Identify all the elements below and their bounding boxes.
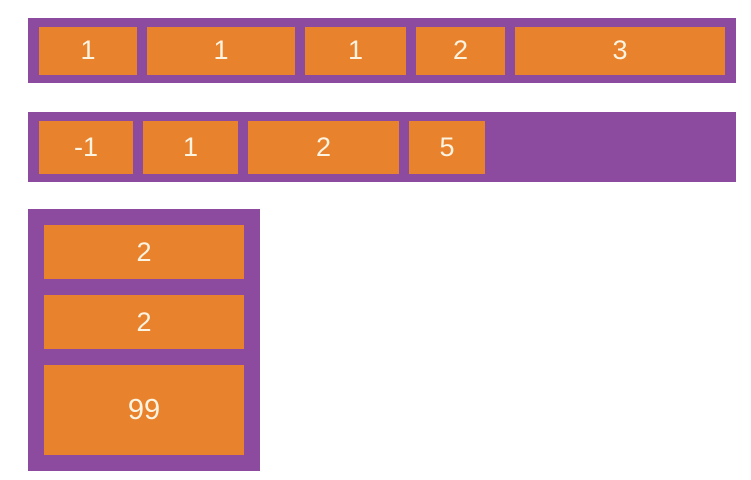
flex-item: 1 [143, 120, 238, 174]
flex-item: 99 [44, 365, 244, 455]
flex-container-column-c: 2 2 99 [28, 209, 260, 471]
flex-item: 2 [416, 26, 505, 75]
flex-item: 1 [147, 26, 295, 75]
flex-item: 2 [44, 225, 244, 279]
flex-item: 2 [44, 295, 244, 349]
flex-item: 5 [409, 120, 485, 174]
flex-item: -1 [39, 120, 133, 174]
flex-container-row-a: 1 1 1 2 3 [28, 18, 736, 83]
flex-item: 1 [39, 26, 137, 75]
flex-item: 1 [305, 26, 406, 75]
flex-container-row-b: -1 1 2 5 [28, 112, 736, 182]
flex-item: 3 [515, 26, 725, 75]
flex-item: 2 [248, 120, 399, 174]
